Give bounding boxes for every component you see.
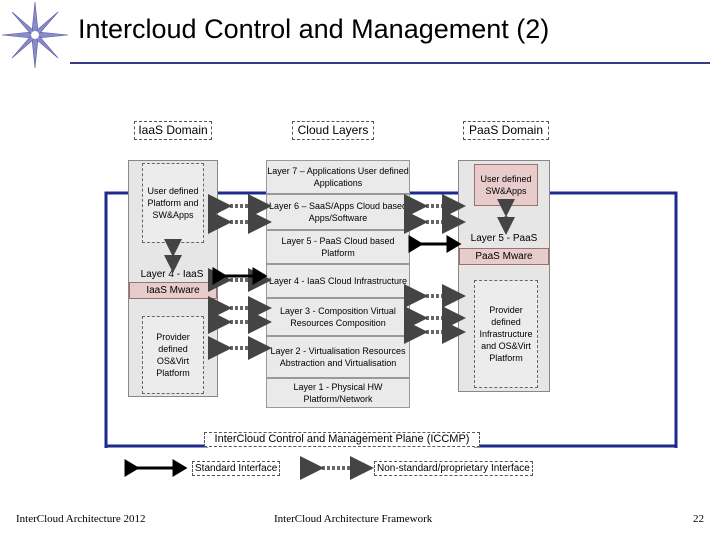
star-logo-icon <box>1 1 69 69</box>
title-divider <box>70 62 710 64</box>
iaas-domain-label: IaaS Domain <box>134 121 212 140</box>
paas-domain-label: PaaS Domain <box>463 121 549 140</box>
page-title: Intercloud Control and Management (2) <box>78 14 550 44</box>
page-number: 22 <box>693 513 704 525</box>
layer-4-box: Layer 4 - IaaS Cloud Infrastructure <box>266 264 410 298</box>
dashed-arrows-right <box>404 194 466 344</box>
layer-5-box: Layer 5 - PaaS Cloud based Platform <box>266 230 410 264</box>
footer-center-text: InterCloud Architecture Framework <box>274 513 433 525</box>
paas-provider-box: Provider defined Infrastructure and OS&V… <box>474 280 538 388</box>
layer-3-box: Layer 3 - Composition Virtual Resources … <box>266 298 410 336</box>
iaas-layer4-label: Layer 4 - IaaS <box>140 269 204 280</box>
vertical-dashed-arrows <box>164 199 515 273</box>
paas-layer5-label: Layer 5 - PaaS <box>470 233 538 244</box>
cloud-layers-label: Cloud Layers <box>292 121 374 140</box>
iccmp-plane-label: InterCloud Control and Management Plane … <box>204 432 480 447</box>
legend-nonstandard-label: Non-standard/proprietary Interface <box>374 461 533 476</box>
iaas-provider-box: Provider defined OS&Virt Platform <box>142 316 204 394</box>
layer-7-box: Layer 7 – Applications User defined Appl… <box>266 160 410 194</box>
paas-mware-bar: PaaS Mware <box>459 248 549 265</box>
layer-1-box: Layer 1 - Physical HW Platform/Network <box>266 378 410 408</box>
solid-arrows <box>212 235 462 285</box>
layer-2-box: Layer 2 - Virtualisation Resources Abstr… <box>266 336 410 378</box>
legend-standard-label: Standard Interface <box>192 461 281 476</box>
layer-6-box: Layer 6 – SaaS/Apps Cloud based Apps/Sof… <box>266 194 410 230</box>
footer-left-text: InterCloud Architecture 2012 <box>16 513 146 525</box>
